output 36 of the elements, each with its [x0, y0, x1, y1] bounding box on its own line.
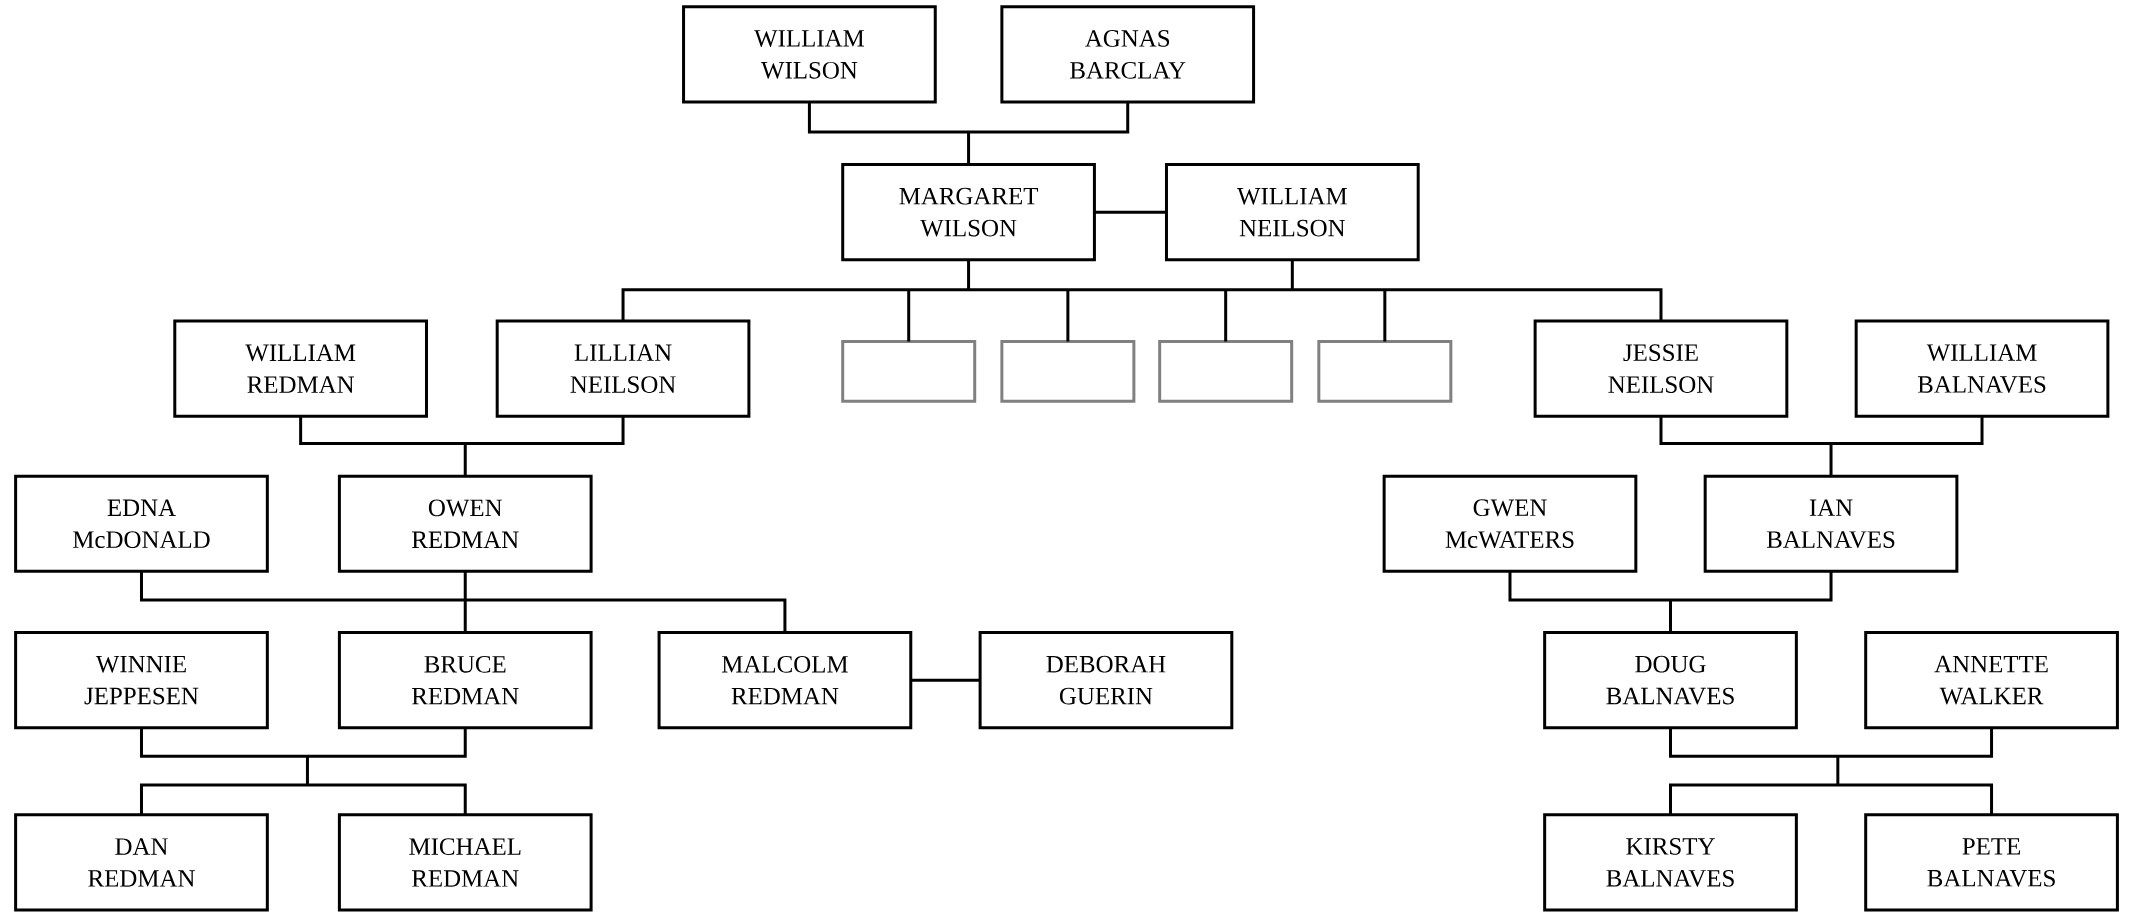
empty-box	[1000, 339, 1136, 403]
person-box: MARGARET WILSON	[841, 163, 1096, 262]
person-box: BRUCE REDMAN	[337, 631, 593, 730]
person-box: EDNA McDONALD	[14, 474, 269, 573]
person-box: ANNETTE WALKER	[1864, 631, 2119, 730]
person-box: GWEN McWATERS	[1382, 474, 1638, 573]
person-box: KIRSTY BALNAVES	[1543, 813, 1798, 912]
connector-line	[1659, 416, 1984, 477]
connector-line	[140, 727, 467, 815]
person-box: PETE BALNAVES	[1864, 813, 2119, 912]
person-box: DAN REDMAN	[14, 813, 269, 912]
connector-line	[1508, 571, 1833, 633]
connector-line	[140, 571, 787, 633]
connector-line	[807, 102, 1130, 165]
person-box: DEBORAH GUERIN	[978, 631, 1234, 730]
person-box: AGNAS BARCLAY	[1000, 5, 1256, 104]
empty-box	[1317, 339, 1453, 403]
connector-line	[1094, 210, 1167, 214]
person-box: OWEN REDMAN	[337, 474, 593, 573]
person-box: WILLIAM WILSON	[682, 5, 937, 104]
person-box: WILLIAM REDMAN	[173, 319, 428, 418]
connector-line	[621, 259, 1663, 342]
person-box: JESSIE NEILSON	[1533, 319, 1789, 418]
person-box: WINNIE JEPPESEN	[14, 631, 269, 730]
connector-line	[910, 678, 981, 682]
person-box: WILLIAM BALNAVES	[1854, 319, 2110, 418]
person-box: WILLIAM NEILSON	[1165, 163, 1420, 262]
person-box: IAN BALNAVES	[1703, 474, 1959, 573]
connector-line	[1669, 727, 1994, 815]
person-box: DOUG BALNAVES	[1543, 631, 1798, 730]
empty-box	[841, 339, 977, 403]
person-box: MICHAEL REDMAN	[337, 813, 593, 912]
connector-line	[299, 416, 625, 477]
person-box: MALCOLM REDMAN	[657, 631, 913, 730]
empty-box	[1158, 339, 1294, 403]
person-box: LILLIAN NEILSON	[495, 319, 751, 418]
